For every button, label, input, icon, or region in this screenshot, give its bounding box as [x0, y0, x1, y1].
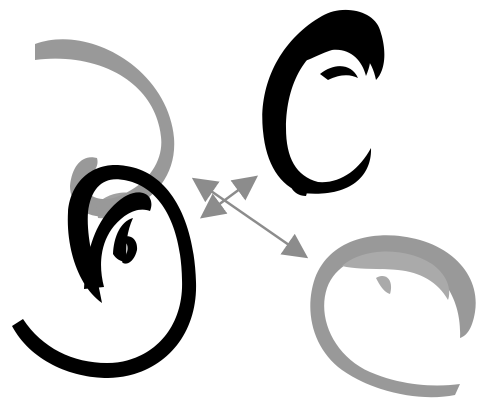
double-arrow-long [198, 182, 302, 254]
black-curl-outer [12, 165, 196, 378]
gray-curl-bottom-right [310, 235, 475, 397]
black-curl-top-right [262, 10, 384, 196]
black-curl-bottom-left [12, 165, 196, 378]
black-curl-hook-tr [320, 66, 358, 80]
gray-curl-hook-br [376, 276, 391, 294]
double-arrow-short [206, 180, 252, 214]
